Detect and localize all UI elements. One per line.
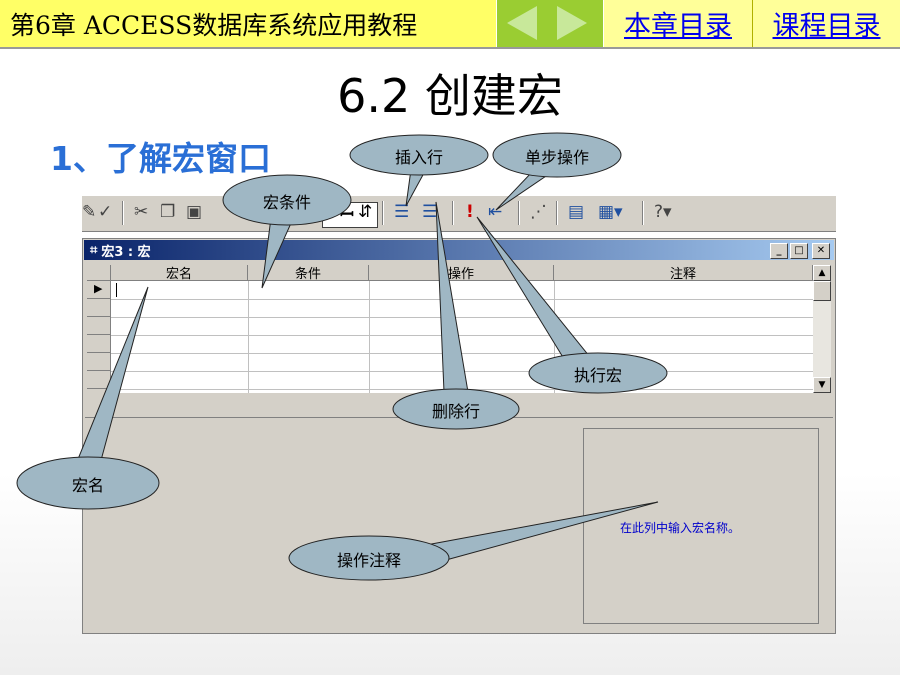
callout-run-macro: 执行宏 bbox=[573, 366, 623, 385]
column-header-comment[interactable]: 注释 bbox=[554, 265, 813, 282]
callout-macro-name: 宏名 bbox=[71, 476, 105, 495]
row-selector[interactable] bbox=[87, 353, 111, 371]
access-toolbar: ✎ ✓ ✂ ❐ ▣ ꟷ ⇵ ☰ ☰ ! ⇤ ⋰ ▤ ▦▾ ?▾ bbox=[82, 196, 836, 232]
help-icon[interactable]: ?▾ bbox=[654, 202, 672, 222]
slide-title: 6.2 创建宏 bbox=[337, 69, 563, 123]
close-icon[interactable]: ✕ bbox=[812, 243, 830, 259]
conditions-icon[interactable]: ⇵ bbox=[358, 202, 373, 222]
row-selector[interactable] bbox=[87, 335, 111, 353]
course-toc-link[interactable]: 课程目录 bbox=[753, 0, 900, 47]
grid-row-line bbox=[111, 299, 813, 300]
chapter-title: 第6章 ACCESS数据库系统应用教程 bbox=[0, 0, 496, 47]
text-cursor bbox=[116, 283, 117, 297]
database-window-icon[interactable]: ▤ bbox=[568, 202, 585, 222]
macro-name-pointer bbox=[75, 286, 149, 465]
current-row-arrow-icon: ▶ bbox=[94, 282, 103, 295]
build-icon[interactable]: ⋰ bbox=[530, 202, 547, 222]
toolbar-separator bbox=[642, 201, 644, 225]
format-icon[interactable]: ✓ bbox=[98, 202, 113, 222]
callout-macro-condition: 宏条件 bbox=[262, 193, 312, 212]
toolbar-separator bbox=[382, 201, 384, 225]
column-header-condition[interactable]: 条件 bbox=[248, 265, 369, 282]
header-divider bbox=[752, 0, 753, 47]
new-object-icon[interactable]: ▦▾ bbox=[598, 202, 623, 222]
callout-delete-row: 删除行 bbox=[431, 402, 481, 421]
scroll-thumb[interactable] bbox=[813, 281, 831, 301]
hint-text: 在此列中输入宏名称。 bbox=[620, 521, 741, 535]
nav-arrows bbox=[497, 0, 603, 47]
macro-name-bubble bbox=[16, 456, 160, 510]
grid-col-line bbox=[369, 281, 370, 393]
grid-row-line bbox=[111, 335, 813, 336]
callout-insert-row: 插入行 bbox=[394, 148, 444, 167]
delete-row-bubble bbox=[392, 388, 520, 430]
single-step-pointer bbox=[495, 171, 554, 211]
insert-row-bubble bbox=[349, 134, 489, 176]
copy-icon[interactable]: ❐ bbox=[160, 202, 176, 222]
single-step-bubble bbox=[492, 132, 622, 178]
prev-arrow-icon[interactable] bbox=[507, 6, 537, 40]
run-macro-bubble bbox=[528, 352, 668, 394]
row-selector-current[interactable]: ▶ bbox=[87, 281, 111, 299]
help-hint-pane: 在此列中输入宏名称。 bbox=[583, 428, 819, 624]
maximize-icon[interactable]: □ bbox=[790, 243, 808, 259]
grid-col-line bbox=[248, 281, 249, 393]
delete-row-icon[interactable]: ☰ bbox=[422, 202, 438, 222]
column-header-action[interactable]: 操作 bbox=[369, 265, 554, 282]
macro-condition-bubble bbox=[222, 174, 352, 226]
cut-icon[interactable]: ✂ bbox=[134, 202, 149, 222]
grid-corner bbox=[87, 265, 111, 281]
toolbar-separator bbox=[122, 201, 124, 225]
callout-single-step: 单步操作 bbox=[524, 148, 590, 167]
callout-action-comment: 操作注释 bbox=[336, 551, 402, 570]
macro-window-icon: ⌗ bbox=[90, 242, 98, 258]
delete-row-pointer bbox=[435, 201, 469, 393]
next-arrow-icon[interactable] bbox=[557, 6, 587, 40]
toolbar-separator bbox=[518, 201, 520, 225]
scroll-down-icon[interactable]: ▼ bbox=[813, 377, 831, 393]
action-comment-bubble bbox=[288, 535, 450, 581]
column-header-macro-name[interactable]: 宏名 bbox=[111, 265, 248, 282]
spell-check-icon[interactable]: ✎ bbox=[82, 202, 97, 222]
toolbar-separator bbox=[556, 201, 558, 225]
row-selector[interactable] bbox=[87, 299, 111, 317]
grid-row-line bbox=[111, 317, 813, 318]
paste-icon[interactable]: ▣ bbox=[186, 202, 203, 222]
nav-arrows-graphic bbox=[507, 6, 587, 40]
window-title: 宏3 : 宏 bbox=[101, 244, 151, 260]
header-underline bbox=[0, 47, 900, 49]
minimize-icon[interactable]: _ bbox=[770, 243, 788, 259]
run-macro-pointer bbox=[476, 216, 595, 373]
slide-subtitle: 1、了解宏窗口 bbox=[50, 139, 271, 178]
chapter-toc-link[interactable]: 本章目录 bbox=[604, 0, 752, 47]
run-macro-icon[interactable]: ! bbox=[466, 202, 474, 222]
insert-row-icon[interactable]: ☰ bbox=[394, 202, 410, 222]
scroll-up-icon[interactable]: ▲ bbox=[813, 265, 831, 281]
grid-scrollbar[interactable]: ▲ ▼ bbox=[813, 265, 831, 393]
toolbar-separator bbox=[452, 201, 454, 225]
row-selector[interactable] bbox=[87, 317, 111, 335]
